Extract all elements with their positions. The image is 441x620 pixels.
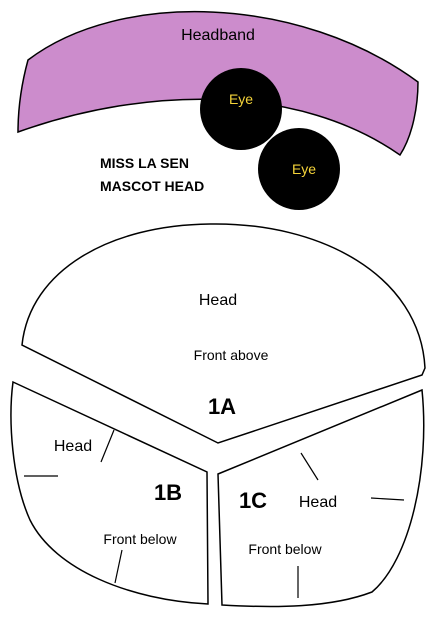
eye-label: Eye xyxy=(229,91,253,107)
piece-1a: Head Front above 1A xyxy=(21,223,426,444)
piece-1a-label: Head xyxy=(199,292,237,309)
piece-1b-notch-top xyxy=(100,429,115,463)
piece-1a-id: 1A xyxy=(208,394,236,419)
piece-1c-label: Head xyxy=(299,494,337,511)
piece-1a-shape xyxy=(21,223,426,444)
piece-1c-shape xyxy=(217,388,425,608)
piece-1c: 1C Head Front below xyxy=(217,388,425,608)
headband-label: Headband xyxy=(181,27,255,44)
piece-1b: Head 1B Front below xyxy=(10,380,209,605)
piece-1b-shape xyxy=(10,380,209,605)
piece-1c-sublabel: Front below xyxy=(248,541,322,557)
piece-1c-id: 1C xyxy=(239,488,267,513)
pattern-title-line-1: MISS LA SEN xyxy=(100,155,189,171)
eye-piece-1: Eye xyxy=(200,68,282,150)
eye-label: Eye xyxy=(292,161,316,177)
piece-1c-notch-top xyxy=(300,452,319,481)
piece-1b-label: Head xyxy=(54,438,92,455)
eye-circle xyxy=(200,68,282,150)
piece-1a-sublabel: Front above xyxy=(194,347,269,363)
eye-circle xyxy=(258,128,340,210)
piece-1b-sublabel: Front below xyxy=(103,531,177,547)
pattern-title-line-2: MASCOT HEAD xyxy=(100,178,204,194)
piece-1b-id: 1B xyxy=(154,480,182,505)
piece-1c-notch-right xyxy=(370,497,405,501)
eye-piece-2: Eye xyxy=(258,128,340,210)
piece-1b-notch-bottom xyxy=(114,549,123,584)
